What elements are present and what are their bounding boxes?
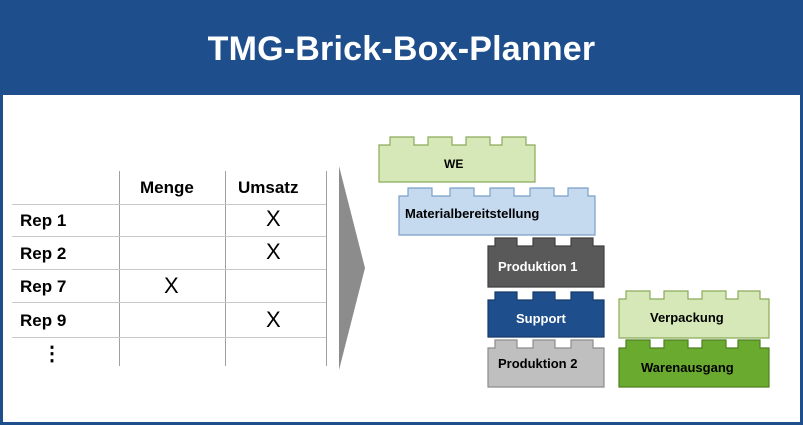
process-arrow (337, 166, 367, 375)
brick-label: Produktion 2 (498, 356, 578, 371)
column-header-menge: Menge (140, 178, 194, 197)
table-divider (225, 171, 226, 366)
brick-produktion-1: Produktion 1 (487, 236, 605, 288)
brick-label: Warenausgang (641, 360, 734, 375)
brick-we: WE (378, 135, 536, 183)
brick-label: Produktion 1 (498, 259, 578, 274)
table-rule (12, 337, 326, 338)
mark-rep2-umsatz: X (266, 239, 281, 264)
brick-label: WE (444, 157, 464, 171)
table-rule (12, 269, 326, 270)
table-rule (12, 236, 326, 237)
column-header-umsatz: Umsatz (238, 178, 299, 197)
table-rule (12, 302, 326, 303)
row-label: Rep 2 (20, 244, 67, 263)
brick-warenausgang: Warenausgang (618, 338, 770, 388)
title-banner: TMG-Brick-Box-Planner (3, 3, 800, 95)
brick-verpackung: Verpackung (618, 289, 770, 339)
row-label: Rep 9 (20, 311, 67, 330)
table-divider (119, 171, 120, 366)
row-label: Rep 7 (20, 277, 67, 296)
table-rule (12, 204, 326, 205)
page-title: TMG-Brick-Box-Planner (207, 29, 596, 68)
mark-rep7-menge: X (164, 273, 179, 298)
mark-rep9-umsatz: X (266, 307, 281, 332)
row-label: Rep 1 (20, 211, 67, 230)
mark-rep1-umsatz: X (266, 206, 281, 231)
brick-produktion-2: Produktion 2 (487, 338, 605, 388)
brick-label: Verpackung (650, 310, 724, 325)
brick-label: Support (516, 311, 566, 326)
row-label-ellipsis: ⋮ (42, 343, 62, 365)
brick-support: Support (487, 290, 605, 338)
brick-label: Materialbereitstellung (405, 206, 540, 221)
table-divider (326, 171, 327, 366)
brick-materialbereitstellung: Materialbereitstellung (398, 186, 596, 236)
